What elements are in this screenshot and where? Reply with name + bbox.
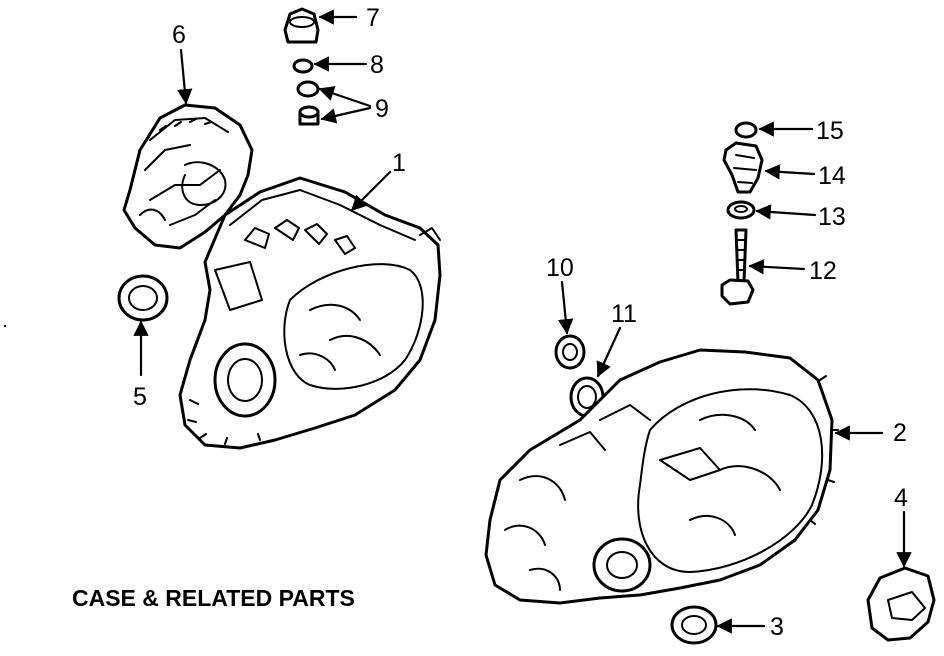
callout-6: 6 [172, 21, 186, 49]
callout-1: 1 [392, 149, 406, 177]
callout-8: 8 [370, 51, 384, 79]
callout-15: 15 [816, 117, 844, 145]
callout-13: 13 [818, 203, 846, 231]
part-9-bushings [296, 80, 320, 126]
callout-9: 9 [375, 95, 389, 123]
callout-2: 2 [893, 419, 907, 447]
callout-14: 14 [818, 162, 846, 190]
callout-4: 4 [894, 484, 908, 512]
part-15-o-ring [734, 121, 758, 139]
part-5-seal [117, 274, 169, 322]
diagram-title: CASE & RELATED PARTS [72, 585, 355, 611]
part-8-o-ring [292, 58, 314, 74]
part-13-retainer [726, 200, 756, 220]
callout-10: 10 [546, 254, 574, 282]
callout-12: 12 [809, 257, 837, 285]
callout-3: 3 [770, 613, 784, 641]
part-7-cap [283, 7, 320, 44]
part-10-seal [554, 334, 586, 370]
part-1-transmission-case [178, 176, 442, 450]
part-2-converter-housing [484, 348, 839, 605]
part-3-seal [670, 605, 718, 645]
part-14-sensor [722, 141, 764, 194]
callout-7: 7 [366, 4, 380, 32]
part-4-mount [866, 566, 936, 642]
callout-numbers: 1 2 3 4 5 6 7 8 9 10 11 12 13 14 15 [133, 4, 908, 641]
callout-5: 5 [133, 383, 147, 411]
callout-11: 11 [611, 300, 637, 328]
part-12-driven-gear [720, 228, 755, 306]
part-6-extension-housing [122, 103, 254, 250]
stray-dot [3, 324, 7, 328]
leader-lines [133, 9, 912, 634]
